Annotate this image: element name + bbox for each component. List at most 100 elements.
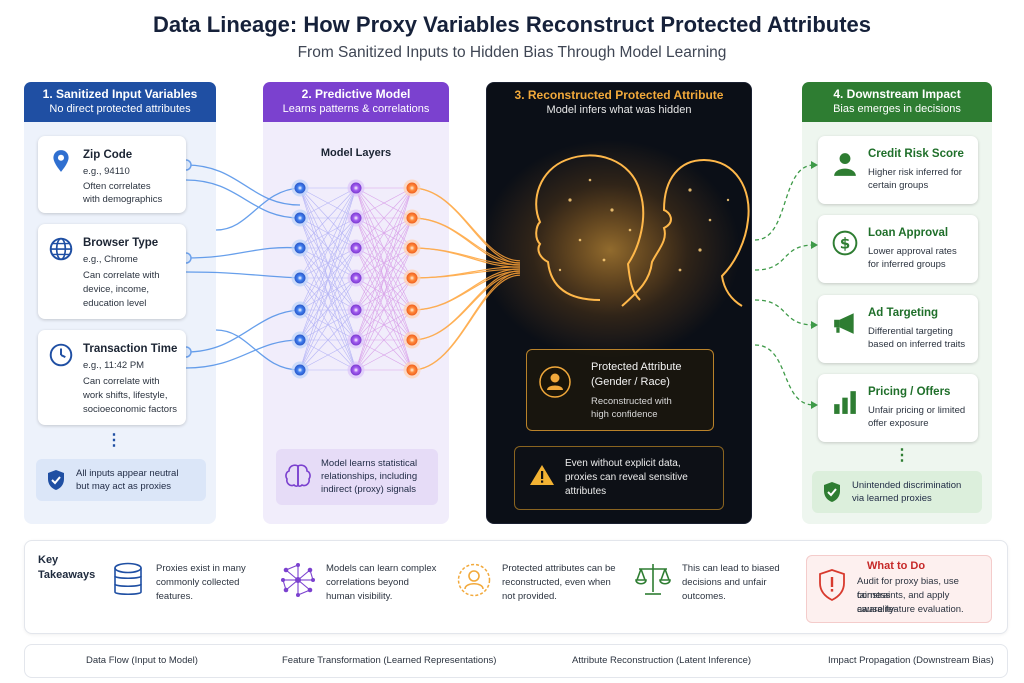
takeaway-text: outcomes. (682, 591, 726, 602)
impact-name: Loan Approval (868, 227, 949, 239)
warning-text: Even without explicit data, (565, 458, 681, 469)
input-example: e.g., 94110 (83, 166, 130, 177)
network-node (350, 272, 362, 284)
pa-title: Protected Attribute (591, 361, 682, 373)
input-desc: socioeconomic factors (83, 404, 177, 415)
column-header: 4. Downstream Impact Bias emerges in dec… (802, 82, 992, 122)
note-text: relationships, including (321, 471, 418, 482)
takeaway-text: not provided. (502, 591, 557, 602)
network-connections-a (299, 187, 357, 371)
person-reconstruction-icon (457, 563, 491, 597)
network-node (294, 212, 306, 224)
inputs-note: All inputs appear neutral but may act as… (36, 459, 206, 501)
input-desc: device, income, (83, 284, 150, 295)
legend-item-feature-transformation: Feature Transformation (Learned Represen… (282, 655, 497, 666)
todo-text: Audit for proxy bias, use fairness (857, 576, 959, 601)
network-connection (299, 187, 357, 371)
network-node (406, 364, 418, 376)
impact-desc: Lower approval rates (868, 246, 957, 257)
input-card-browser-type: Browser Type e.g., Chrome Can correlate … (38, 224, 186, 319)
input-desc: with demographics (83, 194, 163, 205)
sparkles (558, 178, 730, 272)
person-icon (539, 366, 571, 398)
protected-attribute-box: Protected Attribute (Gender / Race) Reco… (526, 349, 714, 431)
network-connection (299, 247, 357, 371)
network-node (350, 334, 362, 346)
input-name: Zip Code (83, 149, 133, 161)
impact-card-pricing-offers: Pricing / Offers Unfair pricing or limit… (818, 374, 978, 442)
impact-card-credit-risk: Credit Risk Score Higher risk inferred f… (818, 136, 978, 204)
note-text: All inputs appear neutral (76, 468, 179, 479)
network-icon (281, 563, 315, 597)
todo-text: aware feature evaluation. (857, 604, 964, 615)
takeaway-text: features. (156, 591, 193, 602)
input-name: Browser Type (83, 237, 159, 249)
network-connections-b (355, 187, 413, 371)
column-subtitle: Learns patterns & correlations (282, 103, 430, 115)
network-connection (355, 339, 413, 371)
input-desc: Can correlate with (83, 376, 160, 387)
impact-name: Ad Targeting (868, 307, 939, 319)
network-connection (299, 187, 357, 219)
network-connection (299, 247, 357, 279)
todo-title: What to Do (867, 560, 926, 572)
network-connection (299, 277, 357, 371)
network-connection (355, 187, 413, 249)
legend-bar (24, 644, 1008, 678)
impact-desc: certain groups (868, 180, 929, 191)
impact-desc: Unfair pricing or limited (868, 405, 966, 416)
network-connection (299, 309, 357, 371)
legend-item-attribute-reconstruction: Attribute Reconstruction (Latent Inferen… (572, 655, 752, 666)
legend-item-impact-propagation: Impact Propagation (Downstream Bias) (828, 655, 994, 666)
network-node (294, 364, 306, 376)
network-connection (355, 247, 413, 279)
input-example: e.g., Chrome (83, 254, 138, 265)
impact-card-ad-targeting: Ad Targeting Differential targeting base… (818, 295, 978, 363)
head-silhouettes-icon (535, 154, 750, 307)
network-node (406, 182, 418, 194)
input-desc: education level (83, 298, 147, 309)
network-connection (299, 217, 357, 279)
network-connection (355, 187, 413, 219)
shield-check-icon (824, 482, 840, 502)
network-connection (355, 187, 413, 279)
note-text: indirect (proxy) signals (321, 484, 417, 495)
impact-card-loan-approval: $ Loan Approval Lower approval rates for… (818, 215, 978, 283)
impact-desc: based on inferred traits (868, 339, 966, 350)
warning-icon (530, 465, 554, 485)
network-node (350, 182, 362, 194)
column-title: 3. Reconstructed Protected Attribute (514, 88, 724, 102)
brain-icon (285, 464, 311, 487)
network-connection (355, 187, 413, 371)
input-card-zip-code: Zip Code e.g., 94110 Often correlates wi… (38, 136, 186, 213)
legend-item-data-flow: Data Flow (Input to Model) (86, 655, 198, 666)
clock-icon (49, 343, 73, 367)
network-connection (299, 187, 357, 249)
location-pin-icon (53, 150, 69, 172)
megaphone-icon (834, 313, 854, 334)
pa-title: (Gender / Race) (591, 376, 670, 388)
impact-desc: Differential targeting (868, 326, 953, 337)
input-example: e.g., 11:42 PM (83, 360, 145, 371)
column-header: 1. Sanitized Input Variables No direct p… (24, 82, 216, 122)
note-text: Model learns statistical (321, 458, 418, 469)
column-title: 1. Sanitized Input Variables (42, 87, 198, 101)
warning-text: attributes (565, 486, 607, 497)
network-node (406, 272, 418, 284)
network-connection (355, 309, 413, 371)
impact-note: Unintended discrimination via learned pr… (812, 471, 982, 513)
network-connection (299, 339, 357, 371)
network-node (406, 242, 418, 254)
warning-text: proxies can reveal sensitive (565, 472, 688, 483)
network-node (294, 272, 306, 284)
svg-text:$: $ (840, 234, 851, 252)
network-connection (299, 217, 357, 371)
takeaway-text: correlations beyond (326, 577, 409, 588)
network-connection (355, 217, 413, 279)
balance-scale-icon (635, 564, 671, 595)
takeaway-text: Protected attributes can be (502, 563, 616, 574)
input-name: Transaction Time (83, 343, 178, 355)
network-connection (355, 247, 413, 371)
takeaway-text: Models can learn complex (326, 563, 437, 574)
input-desc: Can correlate with (83, 270, 160, 281)
